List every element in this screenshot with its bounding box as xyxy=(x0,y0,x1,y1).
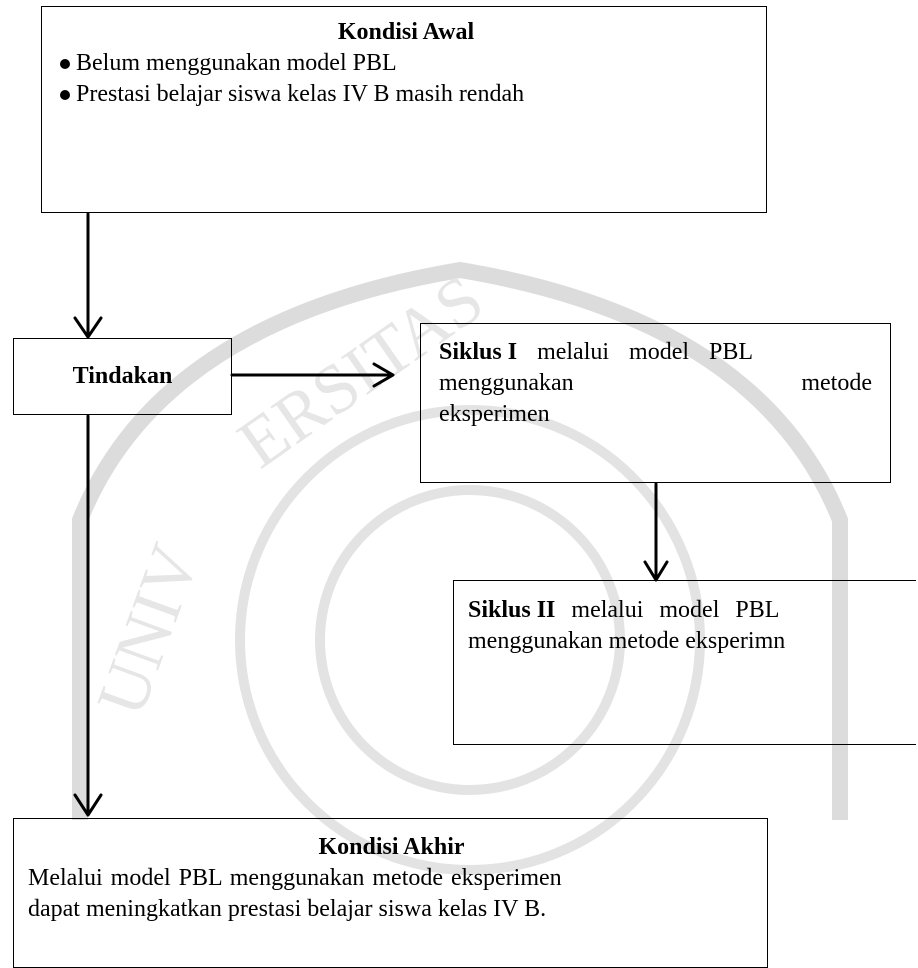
siklus-2-title: Siklus II xyxy=(468,597,556,623)
kondisi-akhir-title: Kondisi Akhir xyxy=(318,834,465,860)
siklus-1-line-3: eksperimen xyxy=(439,401,550,427)
siklus-1-box: Siklus I melalui model PBL menggunakan m… xyxy=(420,323,891,483)
arrow-tindakan-to-siklus1 xyxy=(230,362,395,388)
tindakan-box: Tindakan xyxy=(13,338,232,415)
kondisi-awal-title: Kondisi Awal xyxy=(337,19,475,45)
tindakan-label: Tindakan xyxy=(72,363,173,389)
siklus-2-box: Siklus II melalui model PBL menggunakan … xyxy=(453,580,916,745)
arrow-tindakan-to-akhir xyxy=(73,414,103,817)
siklus-1-line-2: menggunakan metode xyxy=(439,370,872,396)
arrow-awal-to-tindakan xyxy=(73,212,103,339)
kondisi-akhir-line-1: Melalui model PBL menggunakan metode eks… xyxy=(28,865,562,891)
arrow-siklus1-to-siklus2 xyxy=(643,482,669,582)
kondisi-akhir-line-2: dapat meningkatkan prestasi belajar sisw… xyxy=(28,896,547,922)
siklus-2-line-2: menggunakan metode eksperimn xyxy=(468,628,786,654)
siklus-1-line-1: Siklus I melalui model PBL xyxy=(439,339,754,365)
siklus-2-line-1: Siklus II melalui model PBL xyxy=(468,597,780,623)
siklus-1-title: Siklus I xyxy=(439,339,518,365)
kondisi-akhir-box: Kondisi Akhir Melalui model PBL mengguna… xyxy=(13,818,768,968)
kondisi-awal-list: Belum menggunakan model PBL Prestasi bel… xyxy=(58,48,754,110)
kondisi-awal-box: Kondisi Awal Belum menggunakan model PBL… xyxy=(41,6,767,213)
kondisi-awal-bullet-1: Belum menggunakan model PBL xyxy=(58,48,754,79)
kondisi-awal-bullet-2: Prestasi belajar siswa kelas IV B masih … xyxy=(58,79,754,110)
